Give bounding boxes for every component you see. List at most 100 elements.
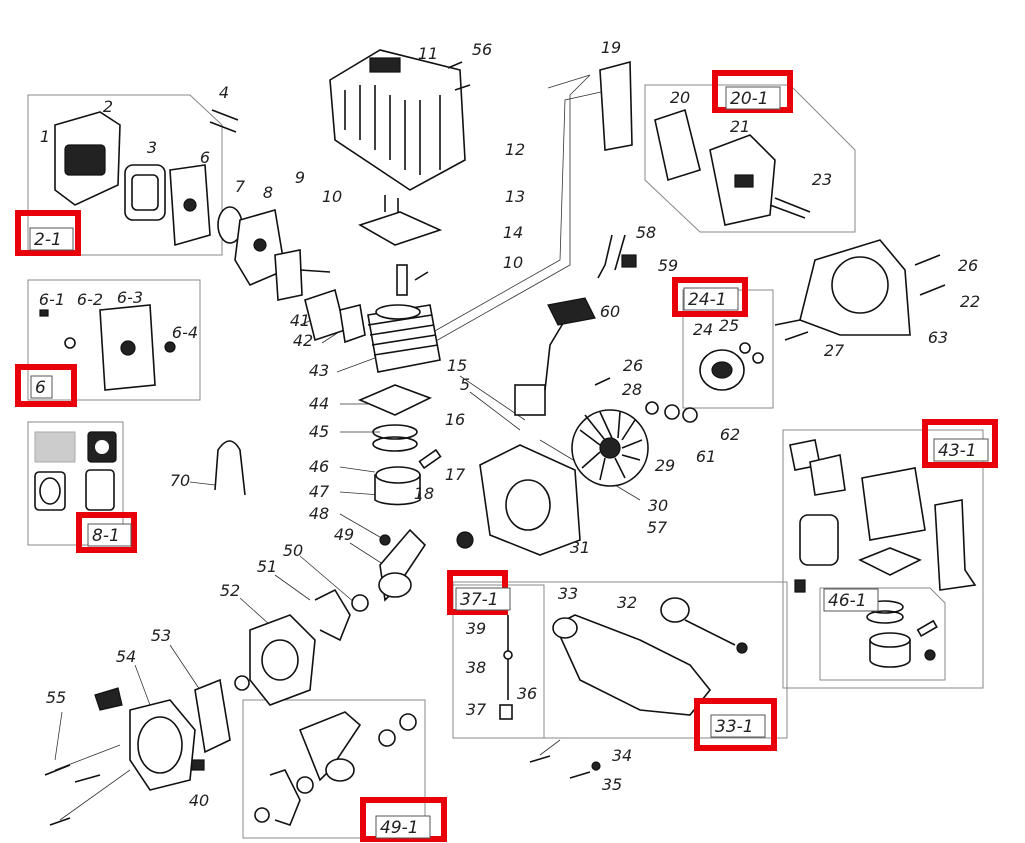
heat-deflector bbox=[599, 60, 633, 151]
group-label-43-1: 43-1 bbox=[938, 441, 977, 461]
group-label-box bbox=[710, 714, 766, 738]
callout-38: 38 bbox=[466, 658, 486, 677]
air-filter-vent bbox=[64, 144, 106, 176]
callout-16: 16 bbox=[445, 410, 465, 429]
crank-bearing bbox=[351, 594, 369, 612]
heat-shield bbox=[358, 211, 443, 246]
callout-34: 34 bbox=[612, 746, 632, 765]
group-label-box bbox=[725, 86, 781, 110]
callout-35: 35 bbox=[602, 775, 622, 794]
callout-9: 9 bbox=[295, 168, 305, 187]
fuel-cap bbox=[660, 597, 690, 623]
callout-14: 14 bbox=[503, 223, 523, 242]
kit-cylinder bbox=[861, 467, 926, 541]
muffler-shield bbox=[654, 108, 701, 182]
callout-6-1: 6-1 bbox=[39, 290, 65, 309]
parts bbox=[34, 49, 977, 826]
group-label-46-1: 46-1 bbox=[828, 591, 867, 611]
callout-27: 27 bbox=[824, 341, 845, 360]
callout-57: 57 bbox=[647, 518, 668, 537]
callout-45: 45 bbox=[309, 422, 329, 441]
shroud-grip bbox=[369, 57, 401, 73]
callout-31: 31 bbox=[570, 538, 590, 557]
callout-7: 7 bbox=[235, 177, 246, 196]
callout-5: 5 bbox=[460, 375, 470, 394]
callout-6: 6 bbox=[200, 148, 210, 167]
callout-53: 53 bbox=[151, 626, 171, 645]
group-label-49-1: 49-1 bbox=[380, 818, 419, 838]
callout-6-4: 6-4 bbox=[172, 323, 198, 342]
starter-pulley bbox=[194, 678, 231, 754]
callout-46: 46 bbox=[309, 457, 329, 476]
cylinder-gasket bbox=[357, 384, 433, 416]
crankcase-half bbox=[249, 614, 316, 706]
callout-30: 30 bbox=[648, 496, 668, 515]
callout-26: 26 bbox=[958, 256, 978, 275]
callout-59: 59 bbox=[658, 256, 678, 275]
callout-48: 48 bbox=[309, 504, 329, 523]
callout-41: 41 bbox=[290, 311, 310, 330]
callout-15: 15 bbox=[447, 356, 467, 375]
callout-4: 4 bbox=[219, 83, 229, 102]
needle-bearing bbox=[379, 534, 391, 546]
callout-47: 47 bbox=[309, 482, 330, 501]
kit-filter bbox=[799, 514, 839, 566]
frame-2-1 bbox=[27, 94, 223, 256]
group-label-2-1: 2-1 bbox=[34, 230, 62, 250]
group-label-20-1: 20-1 bbox=[730, 89, 769, 109]
recoil-starter bbox=[129, 699, 196, 791]
callout-36: 36 bbox=[517, 684, 537, 703]
callout-51: 51 bbox=[257, 557, 277, 576]
callout-18: 18 bbox=[414, 484, 434, 503]
gasket-2 bbox=[85, 469, 115, 511]
group-label-6: 6 bbox=[35, 378, 46, 398]
group-label-box bbox=[933, 438, 989, 462]
callout-26: 26 bbox=[623, 356, 643, 375]
spring-wire bbox=[214, 440, 246, 496]
callout-21: 21 bbox=[730, 117, 750, 136]
crankshaft bbox=[378, 572, 412, 598]
highlight-boxes bbox=[15, 70, 998, 842]
callout-19: 19 bbox=[601, 38, 621, 57]
callout-33: 33 bbox=[558, 584, 578, 603]
fuel-tank bbox=[553, 614, 712, 716]
carb-gasket bbox=[274, 249, 303, 301]
frame-43-1 bbox=[782, 429, 984, 689]
group-label-box bbox=[87, 523, 132, 547]
callout-22: 22 bbox=[960, 292, 980, 311]
callout-23: 23 bbox=[812, 170, 832, 189]
callout-11: 11 bbox=[418, 44, 438, 63]
callout-58: 58 bbox=[636, 223, 656, 242]
crankcase bbox=[479, 444, 581, 556]
callout-52: 52 bbox=[220, 581, 240, 600]
callout-40: 40 bbox=[189, 791, 209, 810]
group-label-24-1: 24-1 bbox=[688, 290, 727, 310]
frame-46-1 bbox=[819, 587, 946, 681]
group-label-box bbox=[683, 287, 739, 311]
frame-8-1 bbox=[27, 421, 124, 546]
callout-32: 32 bbox=[617, 593, 637, 612]
callout-29: 29 bbox=[655, 456, 675, 475]
group-label-8-1: 8-1 bbox=[92, 526, 120, 546]
frame-6 bbox=[27, 279, 201, 401]
group-label-box bbox=[375, 815, 431, 839]
group-label-33-1: 33-1 bbox=[715, 717, 754, 737]
group-label-box bbox=[455, 587, 511, 611]
callout-63: 63 bbox=[928, 328, 948, 347]
callout-8: 8 bbox=[263, 183, 273, 202]
callout-56: 56 bbox=[472, 40, 492, 59]
callout-55: 55 bbox=[46, 688, 66, 707]
callout-42: 42 bbox=[293, 331, 313, 350]
callout-12: 12 bbox=[505, 140, 525, 159]
callout-6-3: 6-3 bbox=[117, 288, 143, 307]
callout-61: 61 bbox=[696, 447, 716, 466]
group-label-box bbox=[823, 588, 879, 612]
callout-1: 1 bbox=[40, 127, 50, 146]
kit-deflector bbox=[934, 499, 977, 591]
group-label-box bbox=[29, 227, 74, 251]
piston-ring-2 bbox=[372, 436, 418, 452]
frame-37-1 bbox=[452, 584, 545, 739]
callout-24: 24 bbox=[693, 320, 713, 339]
group-labels: 2-168-120-124-143-137-133-149-146-1 bbox=[29, 86, 989, 839]
